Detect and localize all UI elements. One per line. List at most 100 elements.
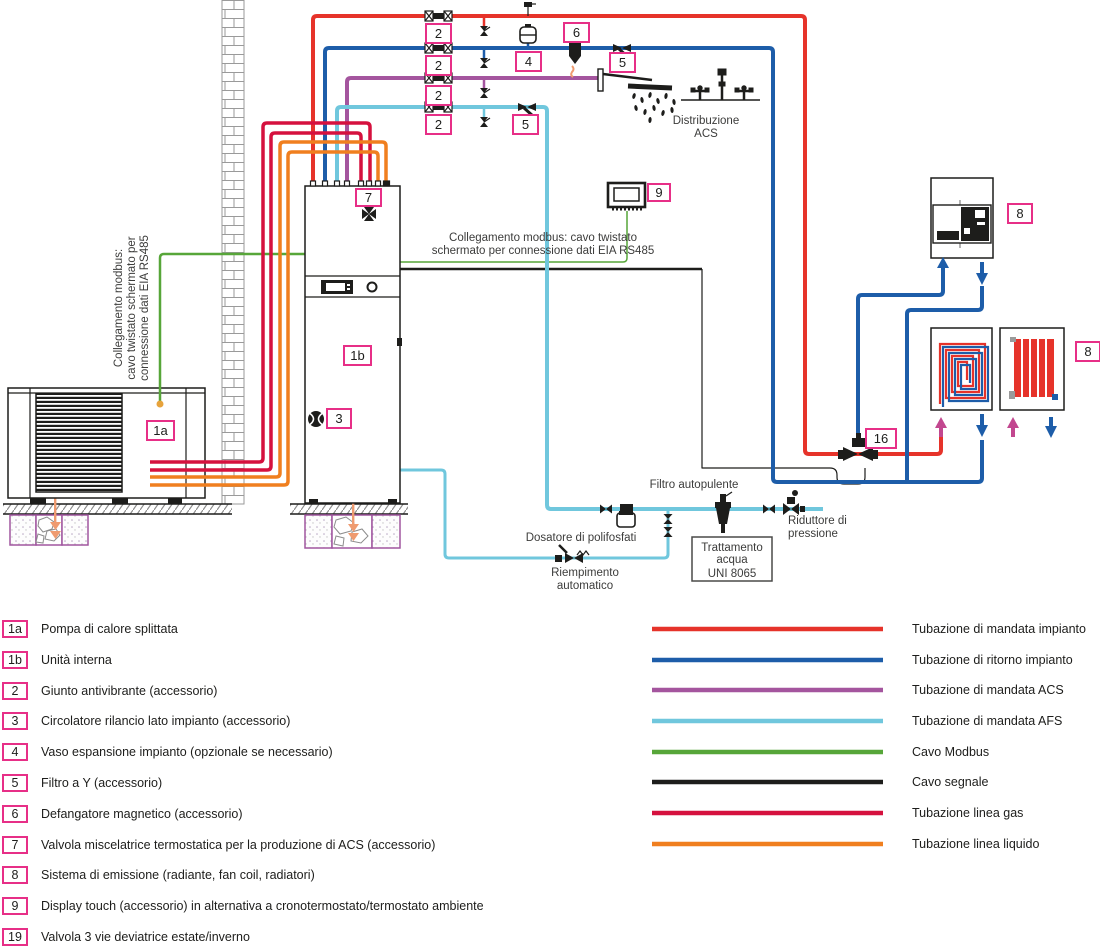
svg-text:6: 6 (573, 25, 580, 40)
legend-item-1b: 1b Unità interna (2, 650, 112, 670)
modbus-cable-outdoor (156, 252, 355, 408)
modbus-note-line1: Collegamento modbus: cavo twistato (449, 232, 637, 244)
pipe-linea-gas (150, 121, 372, 472)
legend-key-1b: 1b (2, 651, 28, 669)
pressure-reducer-label-line2: pressione (788, 528, 838, 540)
legend-line-linea-liquido: Tubazione linea liquido (650, 834, 1039, 854)
pipe-linea-liquido (150, 140, 388, 487)
control-panel-display (321, 280, 353, 294)
self-cleaning-filter-label: Filtro autopulente (650, 479, 739, 491)
radiant-floor-box (930, 327, 993, 411)
legend-line-mandata-afs: Tubazione di mandata AFS (650, 711, 1062, 731)
marker-6: 6 (563, 22, 590, 43)
svg-text:4: 4 (525, 54, 532, 69)
drain-valve-icon (480, 78, 491, 98)
drain-valve-icon (480, 16, 491, 36)
legend-swatch (652, 718, 883, 724)
radiator-return-arrow (1045, 417, 1057, 438)
svg-text:3: 3 (335, 411, 342, 426)
legend-line-mandata-impianto: Tubazione di mandata impianto (650, 619, 1086, 639)
legend-key-4: 4 (2, 743, 28, 761)
svg-text:8: 8 (1016, 206, 1023, 221)
radiant-supply-arrow (935, 417, 947, 437)
marker-4: 4 (515, 51, 542, 72)
legend-line-label: Cavo Modbus (912, 745, 990, 759)
legend-key-1a: 1a (2, 620, 28, 638)
legend-line-label: Tubazione di mandata impianto (912, 622, 1086, 636)
marker-5-cyan: 5 (512, 114, 539, 135)
marker-8-fancoil: 8 (1007, 203, 1033, 224)
legend-key-9: 9 (2, 897, 28, 915)
filling-label-line2: automatico (557, 580, 613, 592)
brick-wall (221, 0, 245, 505)
drain-valve-icon (480, 48, 491, 68)
legend-swatch (652, 687, 883, 693)
dirt-separator-icon (569, 38, 581, 78)
legend-line-label: Tubazione di ritorno impianto (912, 653, 1073, 667)
legend-item-8: 8 Sistema di emissione (radiante, fan co… (2, 865, 315, 885)
legend-label: Display touch (accessorio) in alternativ… (41, 899, 484, 913)
doser-label: Dosatore di polifosfati (526, 532, 637, 544)
svg-text:1a: 1a (153, 423, 168, 438)
signal-cable (350, 265, 866, 485)
legend-label: Defangatore magnetico (accessorio) (41, 807, 243, 821)
legend-line-label: Tubazione di mandata ACS (912, 683, 1064, 697)
marker-2-purple: 2 (425, 85, 452, 106)
modbus-note-line2: schermato per connessione dati EIA RS485 (432, 245, 654, 257)
legend-key-8: 8 (2, 866, 28, 884)
legend-swatch (652, 749, 883, 755)
pipe-mandata-afs (335, 105, 823, 560)
marker-9: 9 (647, 183, 671, 202)
legend-label: Pompa di calore splittata (41, 622, 178, 636)
outdoor-unit (7, 387, 206, 504)
legend-item-6: 6 Defangatore magnetico (accessorio) (2, 804, 243, 824)
pipe-ritorno-impianto (323, 46, 984, 484)
component-markers: 1a 1b 7 3 2 2 2 2 (146, 22, 1100, 449)
self-cleaning-filter-icon (715, 491, 733, 533)
legend-key-7: 7 (2, 836, 28, 854)
pipe-mandata-acs (345, 76, 600, 186)
legend-swatch (652, 626, 883, 632)
drain-valve-icon (480, 107, 491, 127)
legend-item-9: 9 Display touch (accessorio) in alternat… (2, 896, 484, 916)
marker-2-red: 2 (425, 23, 452, 44)
legend-line-cavo-modbus: Cavo Modbus (650, 742, 989, 762)
legend-item-19: 19 Valvola 3 vie deviatrice estate/inver… (2, 927, 250, 946)
legend-label: Valvola 3 vie deviatrice estate/inverno (41, 930, 250, 944)
svg-text:2: 2 (435, 117, 442, 132)
acs-distribution-line1: Distribuzione (673, 115, 739, 127)
marker-8-radiator: 8 (1075, 341, 1100, 362)
legend-line-label: Tubazione linea liquido (912, 837, 1040, 851)
svg-text:5: 5 (522, 117, 529, 132)
afs-valve-icon (600, 504, 612, 514)
legend-label: Unità interna (41, 653, 112, 667)
water-treatment-line1: Trattamento (701, 542, 763, 554)
legend-label: Giunto antivibrante (accessorio) (41, 684, 218, 698)
water-treatment-box: Trattamento acqua UNI 8065 (691, 536, 773, 582)
radiant-return-arrow (976, 414, 988, 437)
three-way-valve-icon (838, 433, 878, 461)
marker-2-blue: 2 (425, 55, 452, 76)
legend-line-label: Tubazione di mandata AFS (912, 714, 1063, 728)
filling-junction-valves (663, 514, 673, 537)
legend-key-5: 5 (2, 774, 28, 792)
marker-16: 16 (865, 428, 897, 449)
annotation-texts: Collegamento modbus: cavo twistato scher… (113, 115, 847, 592)
acs-distribution-line2: ACS (694, 128, 718, 140)
legend-item-7: 7 Valvola miscelatrice termostatica per … (2, 835, 435, 855)
legend-item-1a: 1a Pompa di calore splittata (2, 619, 178, 639)
svg-text:9: 9 (655, 185, 662, 200)
filling-label-line1: Riempimento (551, 567, 619, 579)
joint-icon (424, 42, 453, 54)
svg-text:5: 5 (619, 55, 626, 70)
legend-line-ritorno-impianto: Tubazione di ritorno impianto (650, 650, 1073, 670)
fan-coil-box (930, 177, 994, 259)
pipe-mandata-impianto (311, 14, 943, 456)
legend-item-3: 3 Circolatore rilancio lato impianto (ac… (2, 711, 290, 731)
radiator-supply-arrow (1007, 417, 1019, 437)
legend-label: Valvola miscelatrice termostatica per la… (41, 838, 436, 852)
legend-label: Vaso espansione impianto (opzionale se n… (41, 745, 333, 759)
legend-line-label: Tubazione linea gas (912, 806, 1024, 820)
